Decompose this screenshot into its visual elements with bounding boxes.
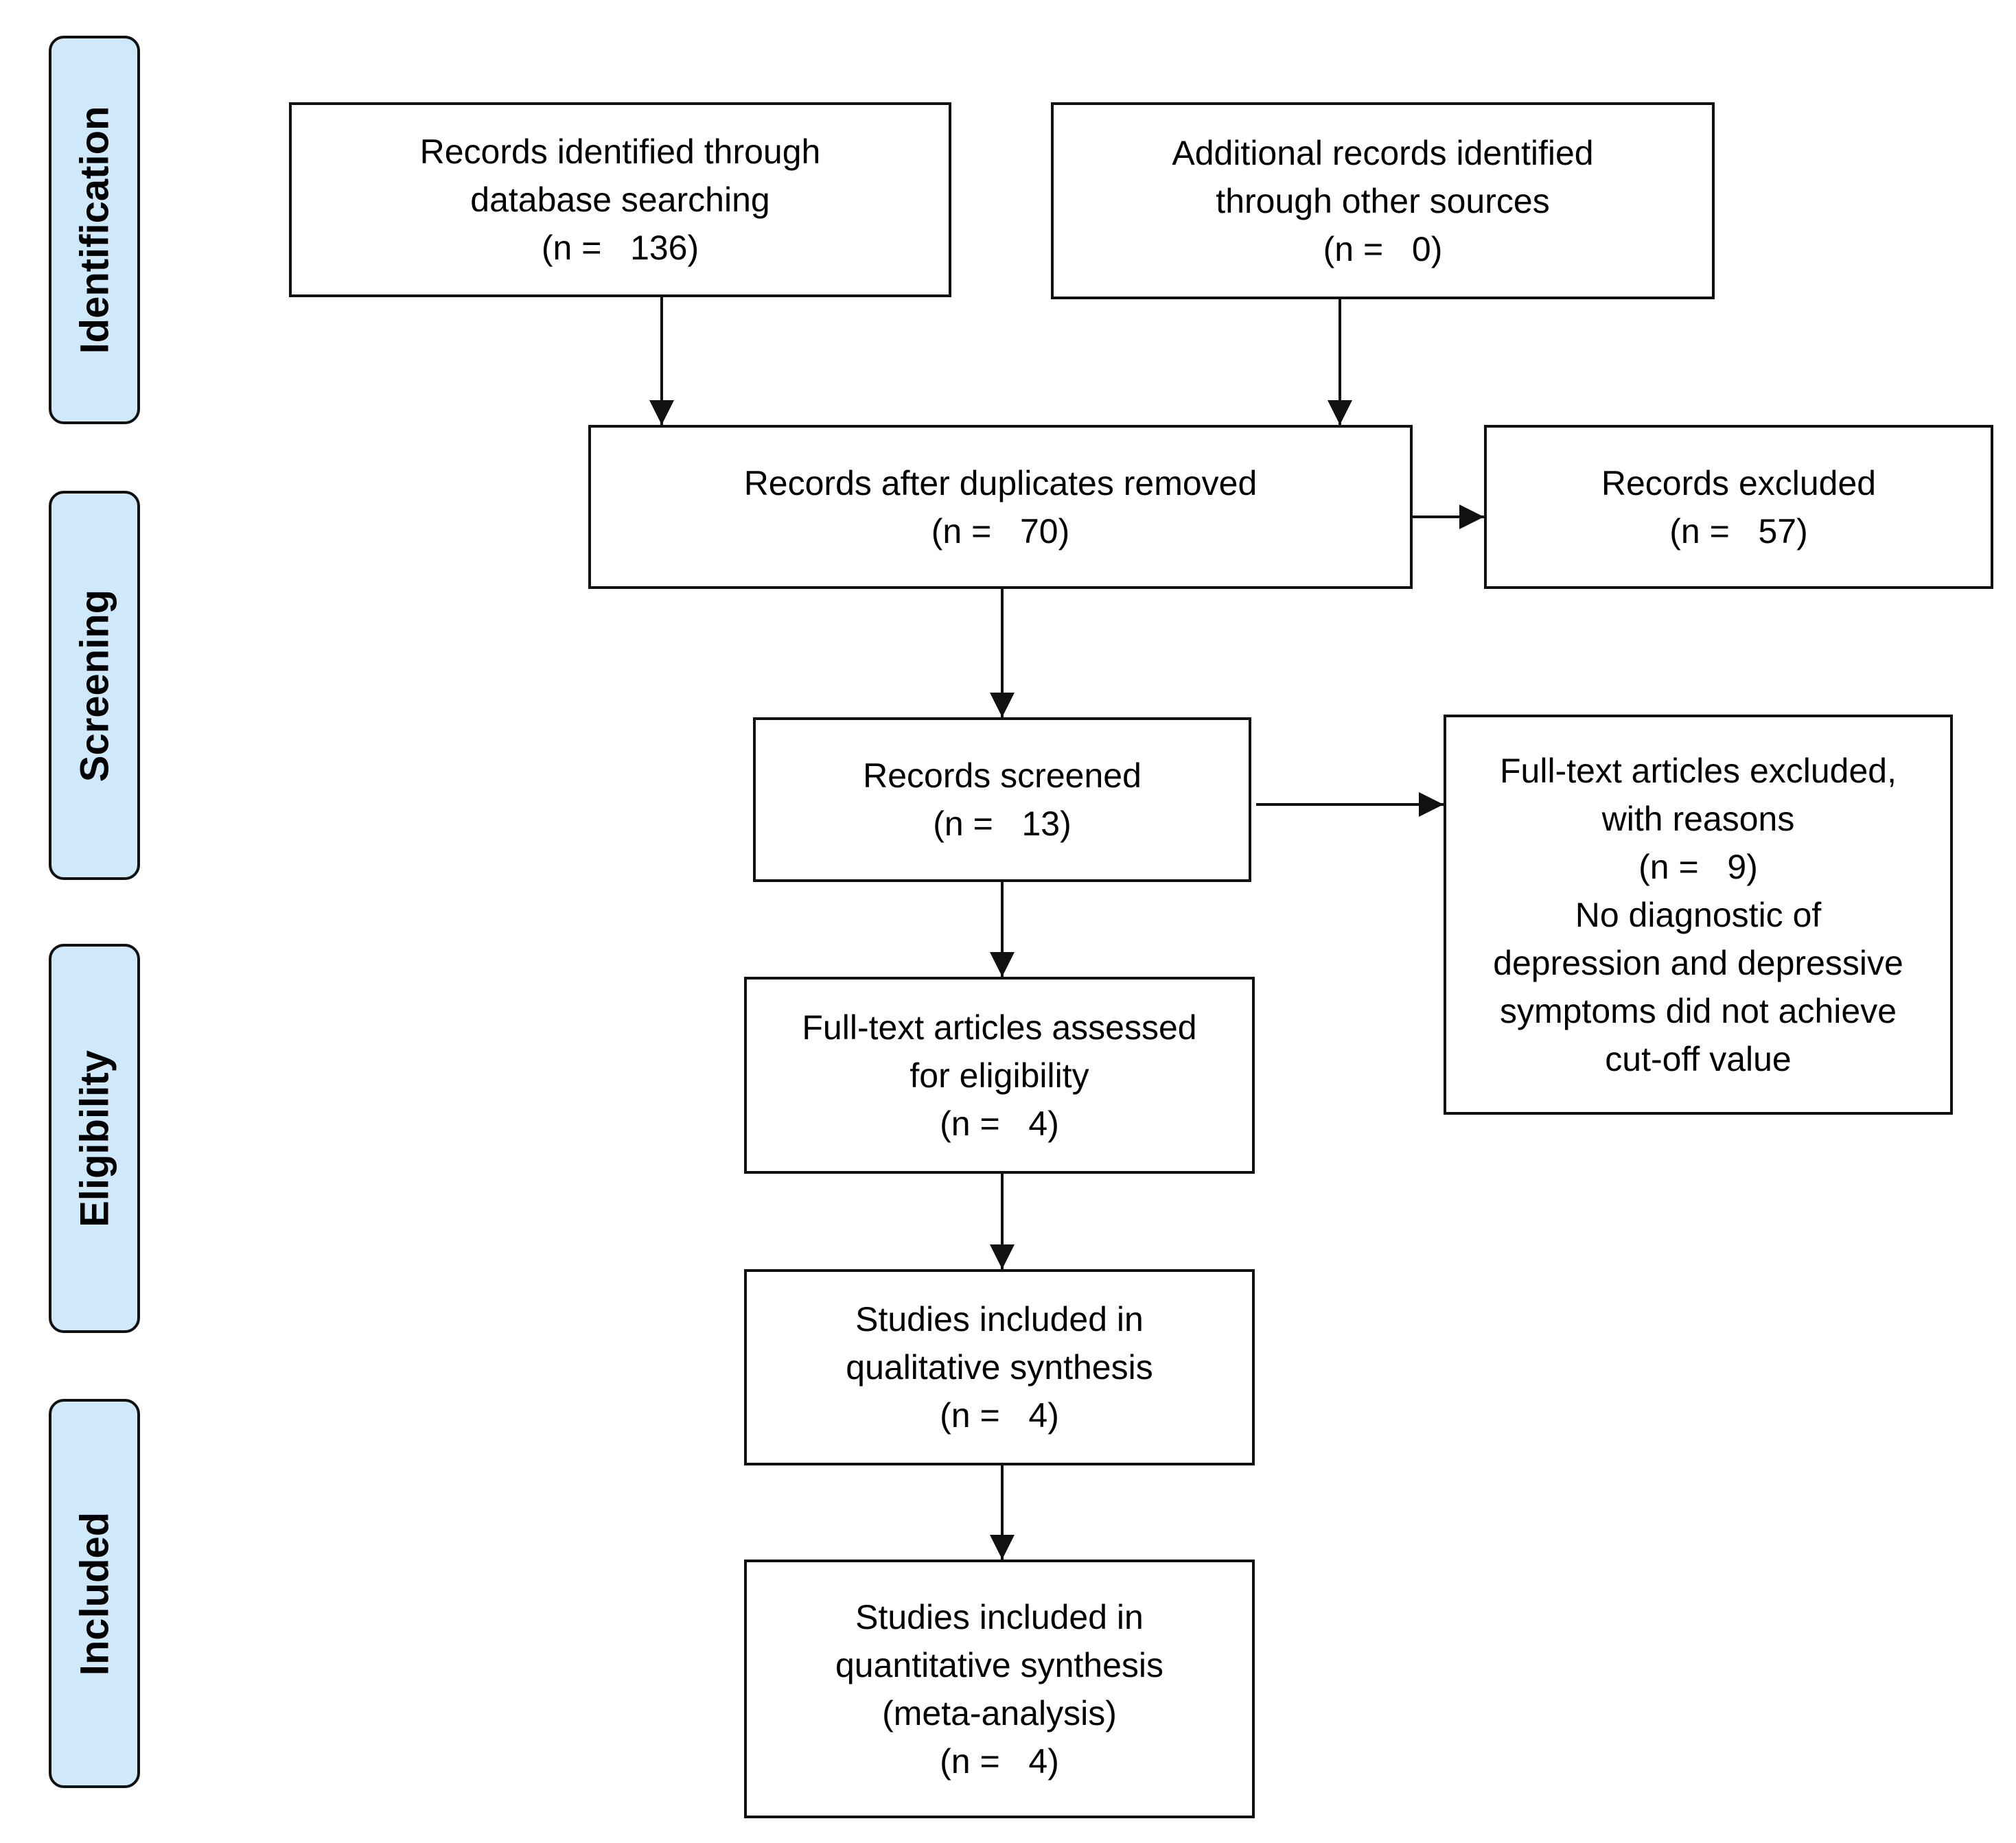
box-records-screened: Records screened (n = 13)	[753, 717, 1251, 882]
quantitative-line1: Studies included in	[855, 1597, 1144, 1636]
fulltext-excluded-reason3: symptoms did not achieve	[1499, 991, 1897, 1030]
box-after-duplicates: Records after duplicates removed (n = 70…	[588, 425, 1413, 589]
other-sources-count: (n = 0)	[1323, 229, 1443, 268]
database-line2: database searching	[470, 181, 770, 219]
records-excluded-line1: Records excluded	[1601, 463, 1877, 502]
fulltext-excluded-line1: Full-text articles excluded,	[1499, 751, 1897, 790]
other-sources-line2: through other sources	[1216, 181, 1550, 220]
box-records-excluded: Records excluded (n = 57)	[1484, 425, 1993, 589]
qualitative-count: (n = 4)	[940, 1396, 1059, 1435]
screened-line1: Records screened	[863, 756, 1142, 795]
eligibility-line1: Full-text articles assessed	[802, 1008, 1197, 1047]
other-sources-line1: Additional records identified	[1172, 133, 1594, 172]
database-line1: Records identified through	[419, 132, 821, 171]
after-duplicates-count: (n = 70)	[931, 511, 1070, 550]
fulltext-excluded-count: (n = 9)	[1638, 847, 1758, 886]
phase-eligibility: Eligibility	[49, 944, 140, 1333]
phase-identification: Identification	[49, 36, 140, 424]
box-other-sources: Additional records identified through ot…	[1051, 102, 1715, 299]
box-quantitative-synthesis: Studies included in quantitative synthes…	[744, 1560, 1255, 1818]
phase-included: Included	[49, 1399, 140, 1788]
quantitative-line3: (meta-analysis)	[882, 1693, 1117, 1732]
fulltext-excluded-reason2: depression and depressive	[1493, 943, 1903, 982]
after-duplicates-line1: Records after duplicates removed	[743, 463, 1258, 502]
phase-screening: Screening	[49, 491, 140, 880]
eligibility-count: (n = 4)	[940, 1104, 1059, 1143]
box-eligibility-assessed: Full-text articles assessed for eligibil…	[744, 977, 1255, 1174]
quantitative-line2: quantitative synthesis	[835, 1645, 1164, 1684]
box-qualitative-synthesis: Studies included in qualitative synthesi…	[744, 1269, 1255, 1465]
qualitative-line1: Studies included in	[855, 1300, 1144, 1338]
screened-count: (n = 13)	[933, 804, 1071, 843]
quantitative-count: (n = 4)	[940, 1741, 1059, 1781]
database-count: (n = 136)	[541, 229, 699, 267]
eligibility-line2: for eligibility	[909, 1056, 1089, 1095]
fulltext-excluded-reason1: No diagnostic of	[1575, 895, 1822, 934]
box-fulltext-excluded: Full-text articles excluded, with reason…	[1444, 715, 1953, 1115]
fulltext-excluded-line2: with reasons	[1601, 799, 1795, 838]
box-database-search: Records identified through database sear…	[289, 102, 951, 297]
records-excluded-count: (n = 57)	[1669, 511, 1808, 550]
fulltext-excluded-reason4: cut-off value	[1605, 1039, 1792, 1078]
qualitative-line2: qualitative synthesis	[846, 1348, 1153, 1387]
